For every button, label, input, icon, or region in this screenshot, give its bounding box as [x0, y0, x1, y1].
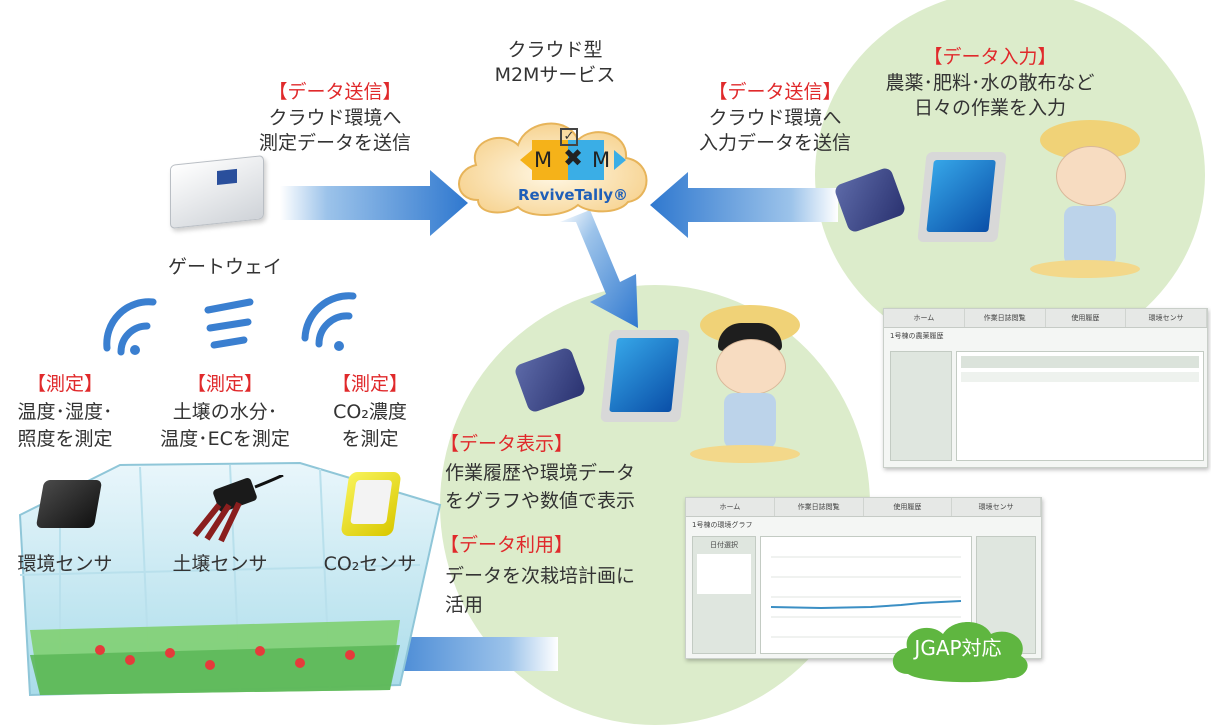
logo-m-right: M	[592, 148, 611, 172]
use-line1: データを次栽培計画に	[445, 565, 636, 587]
screen1-title: 1号棟の農薬履歴	[890, 332, 944, 340]
tablet-device-icon	[917, 152, 1007, 242]
screen2-date-label: 日付選択	[710, 541, 738, 549]
screen2-title: 1号棟の環境グラフ	[692, 521, 753, 529]
app-screen-history: ホーム 作業日誌閲覧 使用履歴 環境センサ 1号棟の農薬履歴	[883, 308, 1208, 468]
display-heading: 【データ表示】	[440, 433, 574, 455]
soil-sensor-label: 土壌センサ	[172, 553, 268, 575]
screen2-tabs: ホーム 作業日誌閲覧 使用履歴 環境センサ	[686, 498, 1041, 517]
screen1-tab-home: ホーム	[884, 309, 965, 327]
check-icon: ✓	[560, 128, 578, 146]
brand-name: ReviveTally®	[517, 186, 629, 204]
greenhouse-illustration	[18, 461, 442, 697]
wifi-icon	[301, 292, 357, 351]
data-input-heading: 【データ入力】	[923, 46, 1057, 68]
jgap-badge-cloud	[892, 622, 1028, 683]
co2-sensor-icon	[340, 472, 402, 536]
screen1-tab-usage: 使用履歴	[1046, 309, 1127, 327]
use-line2: 活用	[445, 594, 484, 616]
gateway-label: ゲートウェイ	[167, 256, 282, 278]
arrow-to-cloud-right	[650, 172, 838, 238]
measure-soil-line2: 温度･ECを測定	[160, 428, 290, 450]
screen2-tab-sensor: 環境センサ	[952, 498, 1041, 516]
screen2-tab-journal: 作業日誌閲覧	[775, 498, 864, 516]
arrow-to-cloud-left	[280, 170, 468, 236]
env-sensor-label: 環境センサ	[17, 553, 113, 575]
cross-icon: ✖	[563, 144, 584, 172]
tablet-device-icon	[600, 330, 690, 422]
cloud-title-line1: クラウド型	[507, 39, 603, 61]
cloud-title-line2: M2Mサービス	[494, 64, 616, 86]
data-input-line1: 農薬･肥料･水の散布など	[885, 72, 1095, 94]
screen2-tab-home: ホーム	[686, 498, 775, 516]
co2-sensor-label: CO₂センサ	[323, 553, 417, 575]
send-left-heading: 【データ送信】	[268, 81, 402, 103]
soil-sensor-icon	[192, 475, 284, 543]
measure-soil-line1: 土壌の水分･	[172, 401, 278, 423]
measure-co2-line1: CO₂濃度	[333, 401, 407, 423]
m2m-logo: ✓ M ✖ M	[518, 128, 628, 184]
screen1-tab-journal: 作業日誌閲覧	[965, 309, 1046, 327]
measure-co2-line2: を測定	[341, 428, 399, 450]
wifi-icon	[204, 298, 254, 349]
jgap-badge-label: JGAP対応	[914, 636, 1002, 660]
measure-env-line2: 照度を測定	[17, 428, 113, 450]
measure-co2-heading: 【測定】	[331, 373, 408, 395]
send-left-line2: 測定データを送信	[258, 132, 411, 154]
wifi-icon	[103, 298, 157, 356]
gateway-device-icon	[170, 155, 264, 229]
send-right-line1: クラウド環境へ	[708, 107, 842, 129]
farmer-character-icon	[690, 305, 810, 465]
send-right-heading: 【データ送信】	[708, 81, 842, 103]
send-right-line2: 入力データを送信	[698, 132, 851, 154]
arrow-cloud-to-display	[560, 210, 638, 328]
measure-env-heading: 【測定】	[26, 373, 103, 395]
screen1-tabs: ホーム 作業日誌閲覧 使用履歴 環境センサ	[884, 309, 1207, 328]
send-left-line1: クラウド環境へ	[268, 107, 402, 129]
use-heading: 【データ利用】	[440, 534, 574, 556]
data-input-line2: 日々の作業を入力	[913, 97, 1066, 119]
display-line2: をグラフや数値で表示	[445, 490, 636, 512]
display-line1: 作業履歴や環境データ	[445, 462, 636, 484]
measure-soil-heading: 【測定】	[186, 373, 263, 395]
farmer-character-icon	[1030, 120, 1150, 280]
screen2-tab-usage: 使用履歴	[864, 498, 953, 516]
env-sensor-icon	[35, 480, 103, 528]
measure-env-line1: 温度･湿度･	[17, 401, 113, 423]
screen1-tab-sensor: 環境センサ	[1126, 309, 1207, 327]
logo-m-left: M	[534, 148, 553, 172]
